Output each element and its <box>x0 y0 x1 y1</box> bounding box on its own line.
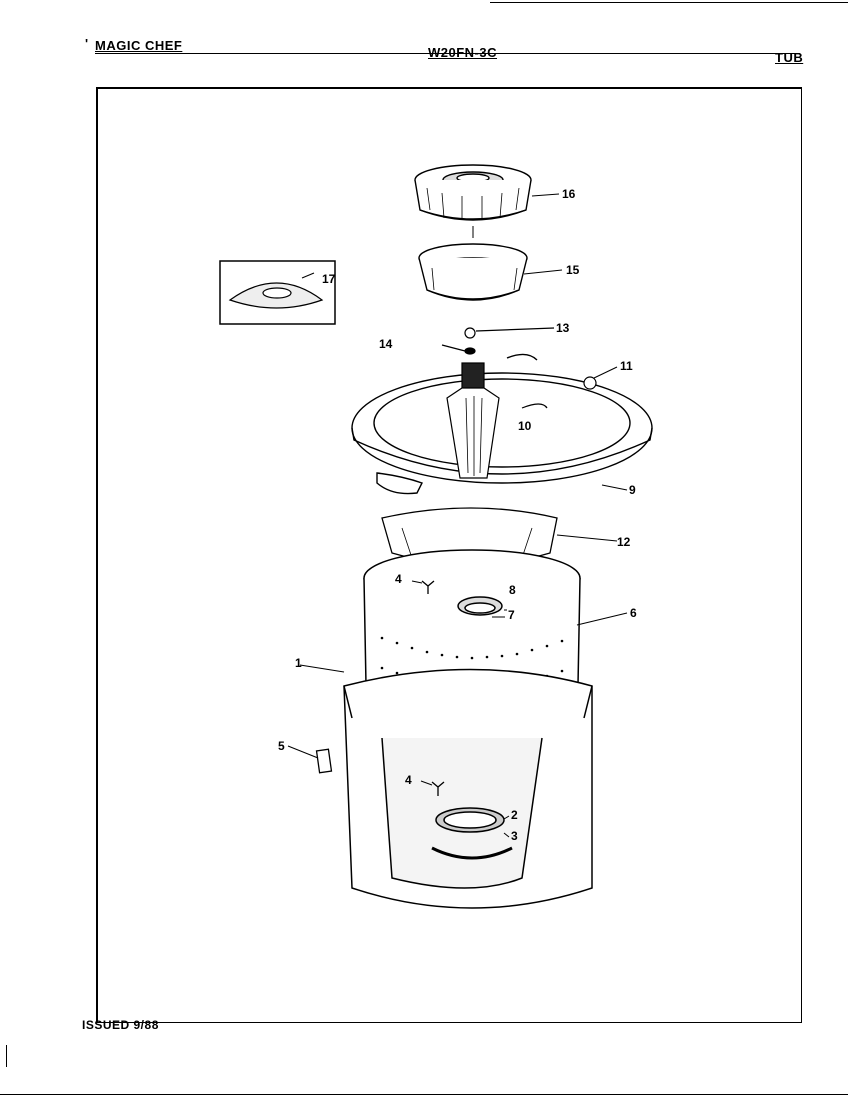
callout-4-top: 4 <box>395 572 402 586</box>
callout-4-bottom: 4 <box>405 773 412 787</box>
part-1-outer-tub <box>343 668 593 909</box>
callout-6: 6 <box>630 606 637 620</box>
header-rule <box>95 53 800 54</box>
callout-10: 10 <box>518 419 532 433</box>
part-9-tub-ring <box>351 353 653 495</box>
brand-label: MAGIC CHEF <box>95 38 183 53</box>
callout-11: 11 <box>620 359 633 373</box>
callout-13: 13 <box>556 321 570 335</box>
bottom-rule <box>0 1094 848 1095</box>
part-5-label <box>315 748 333 774</box>
callout-14: 14 <box>379 337 393 351</box>
callout-8: 8 <box>509 583 516 597</box>
callout-15: 15 <box>566 263 580 277</box>
part-16-agitator-cap <box>414 164 532 238</box>
callout-16: 16 <box>562 187 576 201</box>
part-15-ring <box>418 243 528 301</box>
callout-5: 5 <box>278 739 285 753</box>
part-17-inset <box>219 260 336 325</box>
part-13-14-fasteners <box>441 327 555 355</box>
model-number: W20FN-3C <box>428 45 498 60</box>
top-rule <box>490 2 848 3</box>
issued-date: ISSUED 9/88 <box>82 1018 159 1032</box>
callout-numbers: 16 15 17 13 14 11 10 9 12 4 8 7 6 1 5 4 … <box>278 187 637 843</box>
callout-12: 12 <box>617 535 631 549</box>
margin-mark <box>6 1045 7 1067</box>
callout-2: 2 <box>511 808 518 822</box>
callout-1: 1 <box>295 656 302 670</box>
callout-3: 3 <box>511 829 518 843</box>
part-10-agitator <box>446 362 548 479</box>
leader-lines <box>287 193 628 838</box>
callout-7: 7 <box>508 608 515 622</box>
diagram-border <box>96 87 802 1023</box>
part-4-fittings <box>421 580 445 796</box>
part-11-nut <box>583 376 597 390</box>
brand-mark: ' <box>85 36 89 51</box>
callout-17: 17 <box>322 272 336 286</box>
parts-diagram-frame: 16 15 17 13 14 11 10 9 12 4 8 7 6 1 5 4 … <box>96 87 802 1023</box>
callout-9: 9 <box>629 483 636 497</box>
